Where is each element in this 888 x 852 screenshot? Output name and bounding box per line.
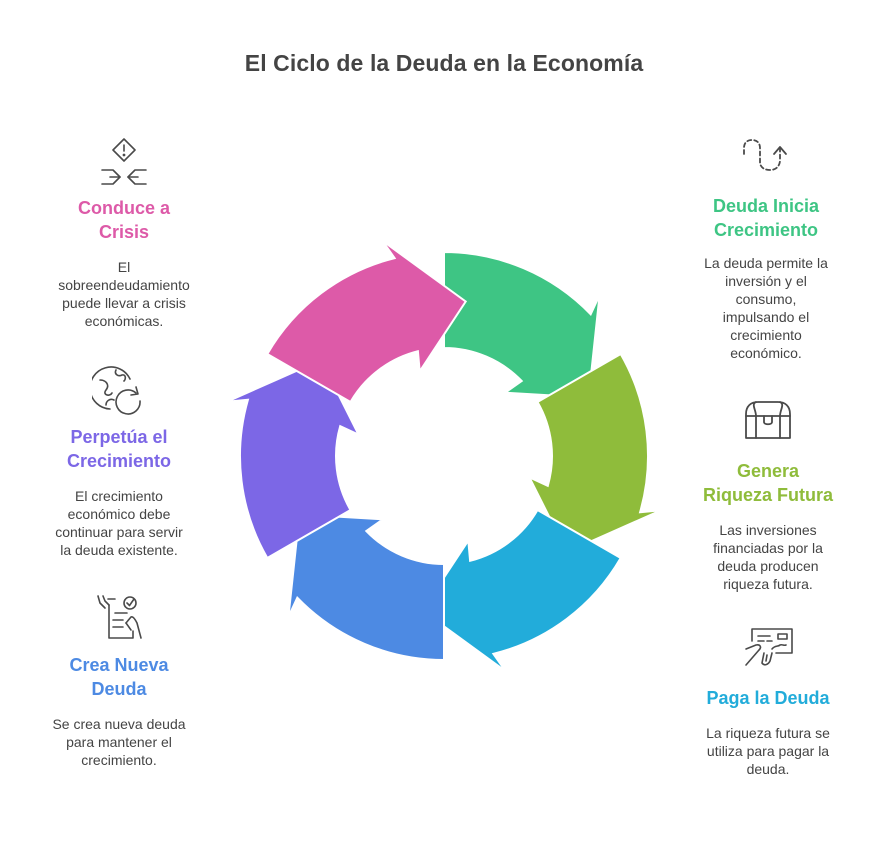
heading-line: Crea Nueva — [69, 655, 169, 675]
step-description: El sobreendeudamiento puede llevar a cri… — [39, 258, 209, 330]
heading-line: Genera — [736, 461, 800, 481]
step-card-conduce-a-crisis: Conduce a Crisis El sobreendeudamiento p… — [39, 137, 209, 330]
description-line: El — [117, 259, 131, 275]
heading-line: Riqueza Futura — [702, 485, 833, 505]
step-card-perpetua-el-crecimiento: Perpetúa el Crecimiento El crecimiento e… — [34, 365, 204, 559]
cycle-arrow-perp — [226, 358, 361, 560]
description-line: riqueza futura. — [723, 576, 813, 592]
dashed-path-arrow-up-icon — [743, 139, 787, 171]
step-heading: Conduce a Crisis — [39, 196, 209, 244]
step-description: Se crea nueva deuda para mantener el cre… — [34, 715, 204, 769]
description-line: económico debe — [67, 506, 171, 522]
step-card-genera-riqueza-futura: Genera Riqueza Futura Las inversiones fi… — [683, 400, 853, 593]
globe-refresh-icon — [92, 366, 141, 415]
description-line: continuar para servir — [55, 524, 183, 540]
step-description: El crecimiento económico debe continuar … — [34, 487, 204, 559]
heading-line: Crecimiento — [66, 451, 172, 471]
cycle-arrow-crisis — [265, 239, 468, 404]
cycle-arrow-paga — [420, 508, 623, 673]
step-heading: Perpetúa el Crecimiento — [34, 425, 204, 473]
page-title: El Ciclo de la Deuda en la Economía — [244, 50, 644, 76]
step-description: La deuda permite la inversión y el consu… — [681, 254, 851, 362]
treasure-chest-icon — [745, 401, 791, 439]
description-line: crecimiento. — [81, 752, 157, 768]
description-line: financiadas por la — [713, 540, 823, 556]
description-line: la deuda existente. — [60, 542, 178, 558]
heading-line: Paga la Deuda — [706, 688, 830, 708]
description-line: inversión y el — [725, 273, 807, 289]
description-line: deuda. — [746, 761, 790, 777]
description-line: sobreendeudamiento — [58, 277, 190, 293]
description-line: Se crea nueva deuda — [52, 716, 186, 732]
description-line: El crecimiento — [75, 488, 163, 504]
description-line: Las inversiones — [719, 522, 817, 538]
description-line: económico. — [730, 345, 802, 361]
description-line: para mantener el — [66, 734, 172, 750]
description-line: La deuda permite la — [704, 255, 828, 271]
description-line: económicas. — [84, 313, 164, 329]
step-card-paga-la-deuda: Paga la Deuda La riqueza futura se utili… — [683, 625, 853, 778]
cycle-arrow-nueva — [287, 513, 445, 662]
heading-line: Conduce a — [77, 198, 170, 218]
step-card-crea-nueva-deuda: Crea Nueva Deuda Se crea nueva deuda par… — [34, 593, 204, 769]
heading-line: Crisis — [98, 222, 150, 242]
warning-collision-icon — [101, 138, 147, 185]
step-heading: Crea Nueva Deuda — [34, 653, 204, 701]
step-heading: Paga la Deuda — [683, 686, 853, 710]
heading-line: Deuda Inicia — [712, 196, 820, 216]
step-card-deuda-inicia-crecimiento: Deuda Inicia Crecimiento La deuda permit… — [681, 138, 851, 362]
description-line: puede llevar a crisis — [62, 295, 186, 311]
description-line: crecimiento — [730, 327, 802, 343]
description-line: impulsando el — [722, 309, 810, 325]
signing-check-icon — [745, 628, 793, 666]
heading-line: Deuda — [91, 679, 147, 699]
step-heading: Genera Riqueza Futura — [683, 459, 853, 507]
cycle-arrow-riqueza — [527, 352, 662, 554]
heading-line: Perpetúa el — [70, 427, 168, 447]
heading-line: Crecimiento — [713, 220, 819, 240]
approved-document-hands-icon — [97, 595, 142, 639]
description-line: consumo, — [735, 291, 797, 307]
cycle-arrow-inicia — [443, 250, 601, 399]
description-line: deuda producen — [717, 558, 819, 574]
step-description: Las inversiones financiadas por la deuda… — [683, 521, 853, 593]
description-line: La riqueza futura se — [706, 725, 830, 741]
step-heading: Deuda Inicia Crecimiento — [681, 194, 851, 242]
description-line: utiliza para pagar la — [706, 743, 830, 759]
step-description: La riqueza futura se utiliza para pagar … — [683, 724, 853, 778]
